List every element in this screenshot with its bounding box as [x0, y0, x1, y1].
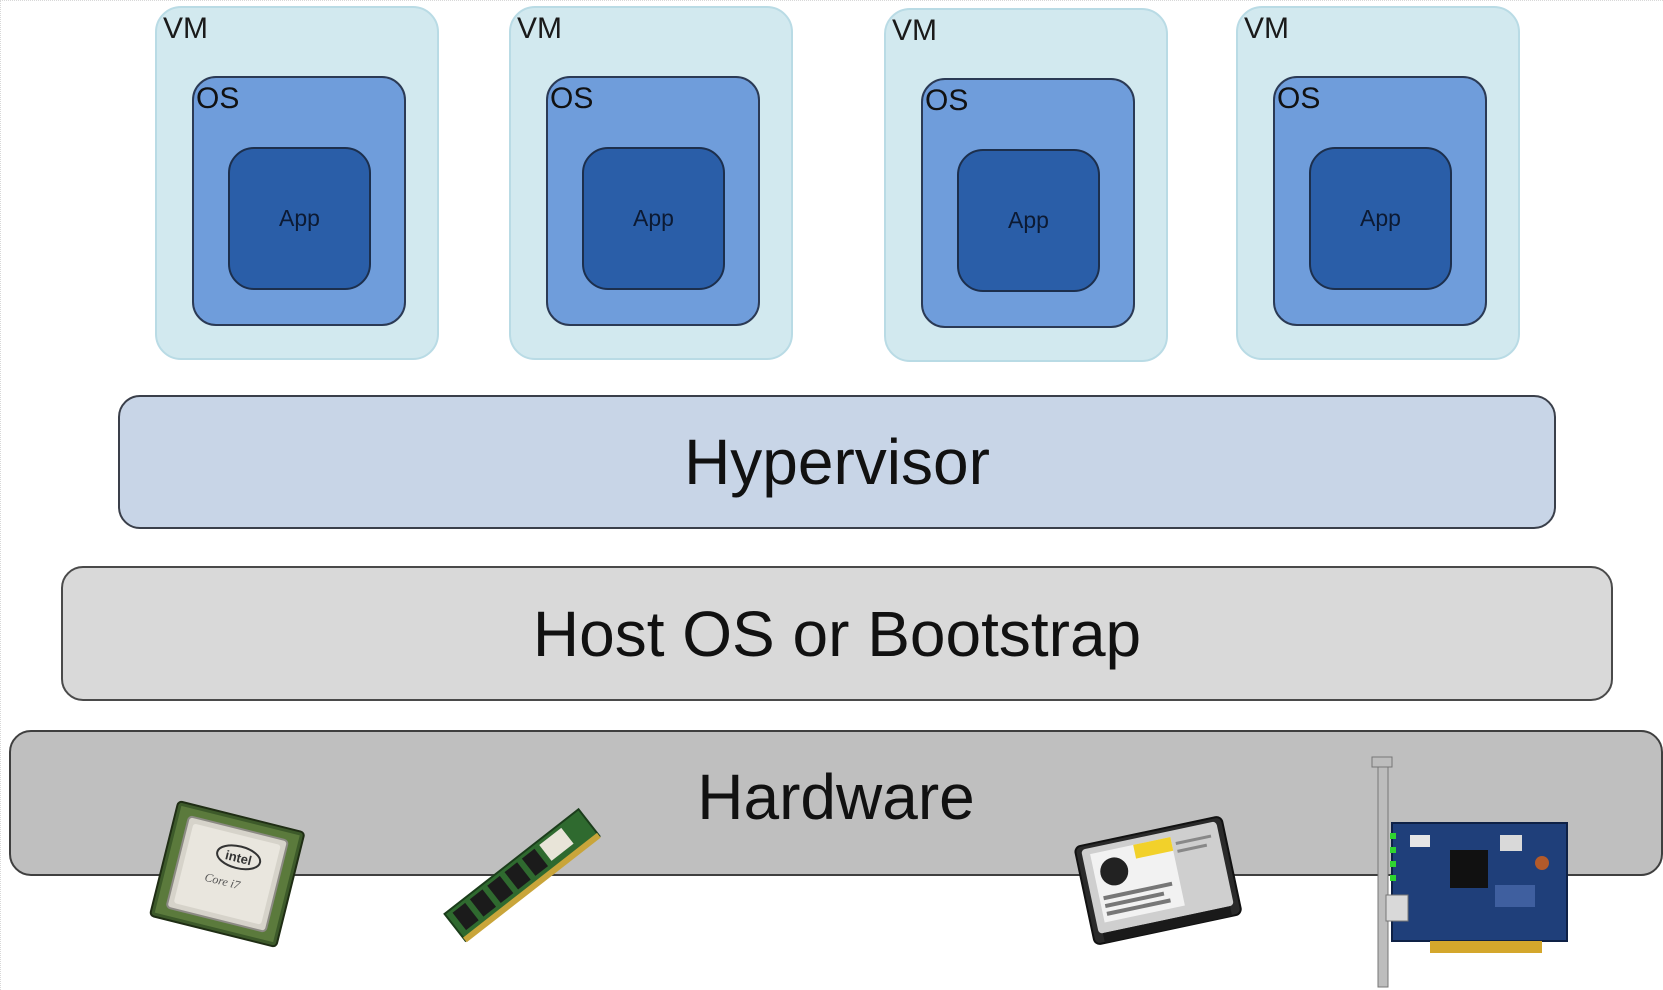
os-box: OS App: [192, 76, 406, 326]
app-label: App: [633, 205, 674, 231]
host-os-label: Host OS or Bootstrap: [532, 597, 1142, 670]
app-label: App: [279, 205, 320, 231]
hardware-label: Hardware: [697, 761, 975, 833]
host-os-layer: Host OS or Bootstrap: [61, 566, 1613, 701]
vm-box-4: VM OS App: [1236, 6, 1520, 360]
os-box: OS App: [921, 78, 1135, 328]
ram-module-icon: [443, 807, 601, 943]
os-label: OS: [925, 84, 969, 117]
os-box: OS App: [546, 76, 760, 326]
top-dotted-border: [0, 0, 1663, 12]
left-dotted-border: [0, 0, 4, 990]
cpu-chip-icon: intel Core i7: [149, 800, 305, 948]
os-label: OS: [1277, 82, 1321, 115]
cpu-brand-text: intel: [224, 847, 254, 868]
app-box: App: [957, 149, 1100, 292]
app-label: App: [1008, 207, 1049, 233]
app-box: App: [582, 147, 725, 290]
vm-box-2: VM OS App: [509, 6, 793, 360]
app-box: App: [1309, 147, 1452, 290]
hard-drive-icon: [1074, 816, 1242, 945]
os-box: OS App: [1273, 76, 1487, 326]
app-box: App: [228, 147, 371, 290]
vm-label: VM: [892, 14, 937, 47]
vm-label: VM: [163, 12, 208, 45]
network-card-icon: [1371, 756, 1568, 988]
os-label: OS: [550, 82, 594, 115]
vm-box-3: VM OS App: [884, 8, 1168, 362]
vm-label: VM: [1244, 12, 1289, 45]
vm-box-1: VM OS App: [155, 6, 439, 360]
app-label: App: [1360, 205, 1401, 231]
hypervisor-label: Hypervisor: [684, 426, 990, 498]
os-label: OS: [196, 82, 240, 115]
vm-label: VM: [517, 12, 562, 45]
hypervisor-layer: Hypervisor: [118, 395, 1556, 529]
